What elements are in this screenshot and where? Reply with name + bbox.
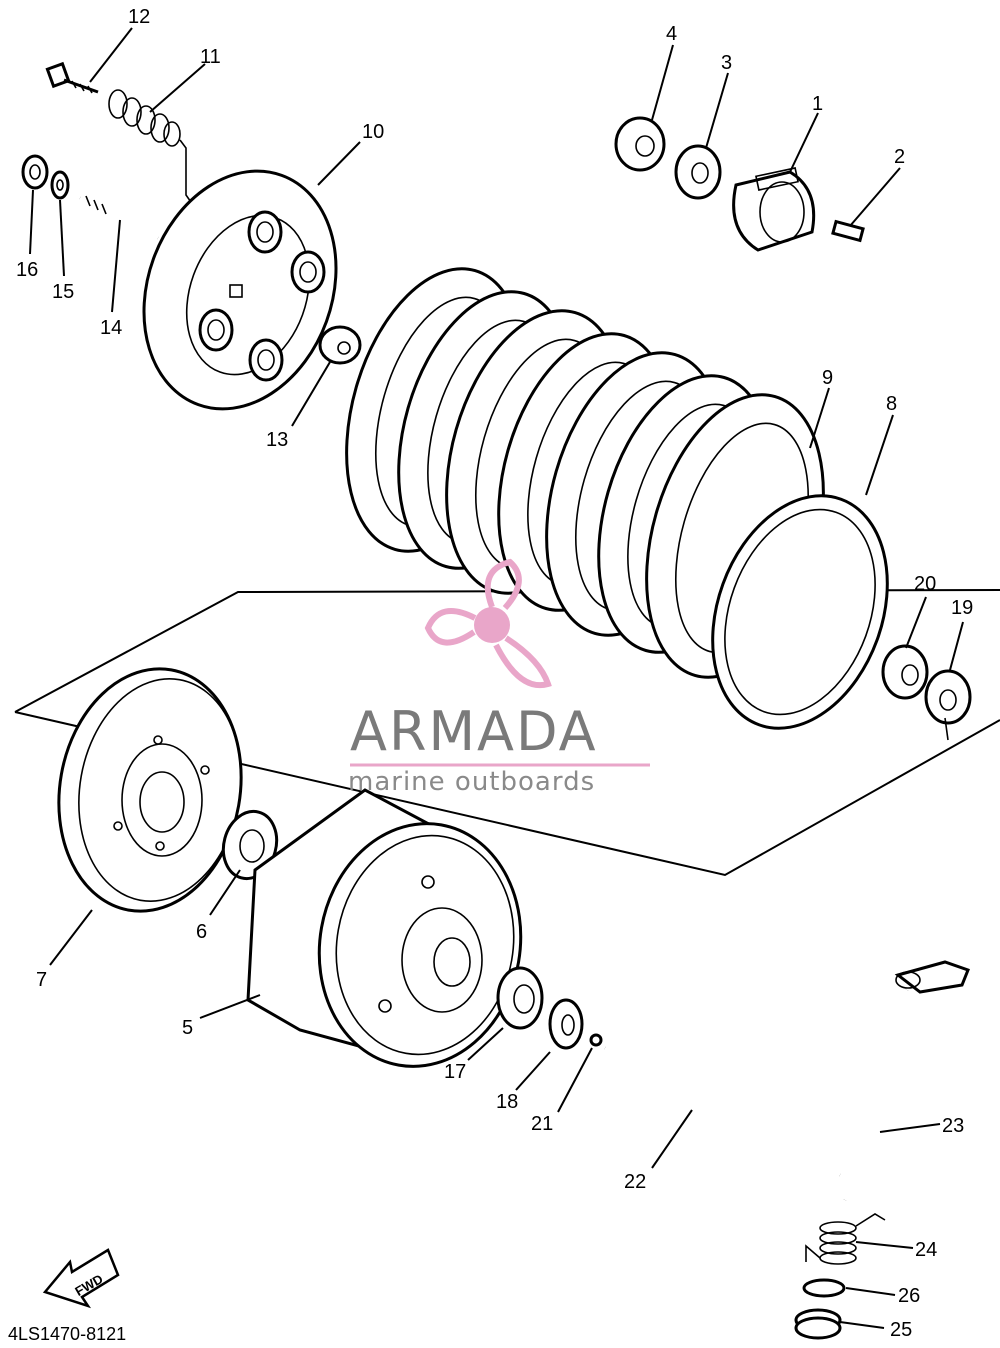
part-4-nut [614,116,666,172]
part-16-nut [21,154,49,190]
callout-2: 2 [894,146,905,168]
propeller-logo-icon [424,558,552,689]
callout-11: 11 [200,46,221,68]
callout-21: 21 [531,1113,553,1135]
callout-10: 10 [362,121,384,143]
part-23-push-lever-axle [839,960,970,1202]
part-9-8-clutch-plate-stack [345,267,889,730]
part-10-pressure-plate [142,169,338,411]
callout-9: 9 [822,367,833,389]
part-2-key [831,219,865,243]
callout-3: 3 [721,52,732,74]
part-5-clutch-housing [246,788,523,1068]
callout-4: 4 [666,23,677,45]
part-18-washer [548,998,584,1050]
callout-13: 13 [266,429,288,451]
watermark-subtitle: marine outboards [348,767,595,797]
part-21-ball [589,1033,603,1047]
part-20-collar [881,644,929,700]
part-3-washer [674,144,722,200]
callout-6: 6 [196,921,207,943]
part-24-spring [805,1213,886,1265]
part-15-washer [50,170,70,200]
callout-15: 15 [52,281,74,303]
callout-5: 5 [182,1017,193,1039]
callout-18: 18 [496,1091,518,1113]
callout-23: 23 [942,1115,964,1137]
watermark: ARMADA marine outboards [348,558,650,797]
callout-25: 25 [890,1319,912,1341]
callout-labels: 12 11 10 16 15 14 13 4 3 1 2 9 8 20 19 7… [16,6,973,1341]
part-14-push-rod [79,195,159,240]
callout-19: 19 [951,597,973,619]
callout-7: 7 [36,969,47,991]
callout-8: 8 [886,393,897,415]
callout-22: 22 [624,1171,646,1193]
part-26-circlip [802,1278,846,1298]
watermark-title: ARMADA [350,700,598,763]
callout-1: 1 [812,93,823,115]
leader-lines [29,27,964,1329]
diagram-code: 4LS1470-8121 [8,1324,126,1344]
callout-14: 14 [100,317,122,339]
callout-24: 24 [915,1239,937,1261]
part-17-thrust-washer [496,966,544,1030]
part-22-push-rod [603,1044,842,1179]
callout-17: 17 [444,1061,466,1083]
part-25-washer [794,1308,842,1340]
callout-16: 16 [16,259,38,281]
callout-20: 20 [914,573,936,595]
part-6-plate [221,809,279,881]
part-12-bolt [45,61,99,94]
part-13-nut [318,325,362,365]
part-7-primary-driven-gear [57,667,243,913]
part-19-lock-washer [924,669,972,741]
part-1-boss [732,167,816,252]
part-11-spring [108,89,194,206]
callout-12: 12 [128,6,150,28]
fwd-arrow: FWD [42,1248,120,1309]
callout-26: 26 [898,1285,920,1307]
